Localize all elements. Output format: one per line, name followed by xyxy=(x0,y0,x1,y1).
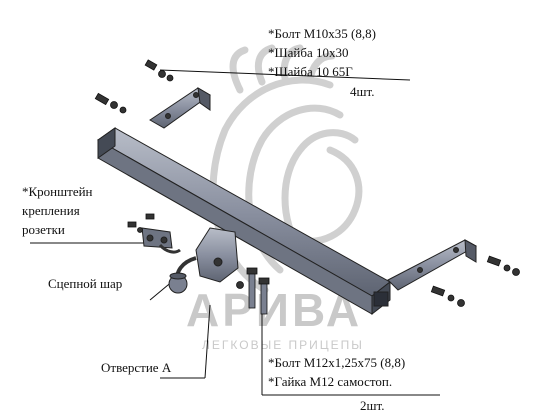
fasteners-top xyxy=(94,59,174,114)
top-spec-line1: *Болт М10х35 (8,8) xyxy=(268,26,376,41)
hole-a-label: Отверстие А xyxy=(101,360,172,375)
left-side-bracket xyxy=(149,87,211,129)
socket-bracket xyxy=(141,227,181,254)
main-cross-tube xyxy=(97,127,391,316)
top-spec-line3: *Шайба 10 65Г xyxy=(268,64,353,79)
leader-hole-a xyxy=(204,304,211,379)
hitch-ball-label: Сцепной шар xyxy=(48,276,123,291)
leader-top-spec xyxy=(159,69,411,81)
bottom-spec-line2: *Гайка М12 самостоп. xyxy=(268,374,393,389)
watermark-tagline: ЛЕГКОВЫЕ ПРИЦЕПЫ xyxy=(202,338,364,352)
hitch-mount xyxy=(168,227,239,294)
bottom-spec-line1: *Болт М12х1,25х75 (8,8) xyxy=(268,355,406,370)
bracket-line1: *Кронштейн xyxy=(22,184,93,199)
bottom-spec-qty: 2шт. xyxy=(360,398,385,413)
fasteners-right xyxy=(430,255,520,307)
top-spec-line2: *Шайба 10х30 xyxy=(268,45,349,60)
bracket-line2: крепления xyxy=(22,203,80,218)
right-side-bracket xyxy=(387,239,478,291)
watermark-brand: АРИВА xyxy=(186,284,363,336)
bracket-line3: розетки xyxy=(22,222,65,237)
fasteners-socket xyxy=(127,213,155,233)
fasteners-bottom xyxy=(236,267,270,315)
top-spec-qty: 4шт. xyxy=(350,84,375,99)
